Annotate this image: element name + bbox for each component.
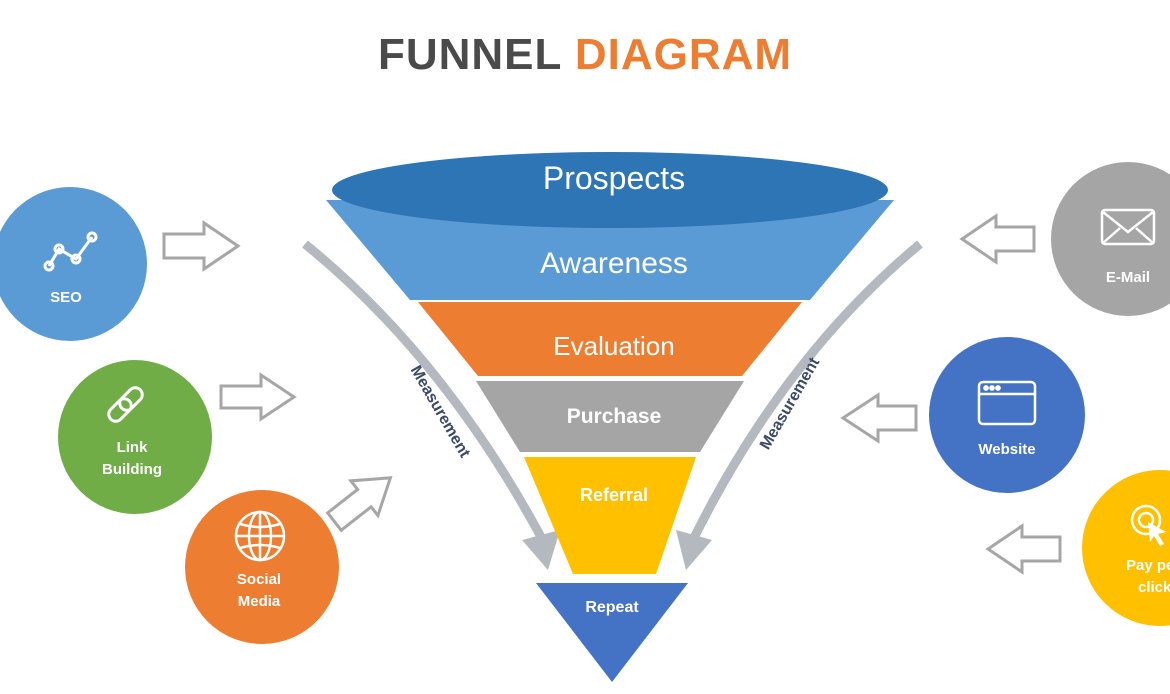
funnel-awareness-label: Awareness: [540, 247, 688, 280]
link-building-circle: [58, 360, 212, 514]
envelope-icon: [1100, 208, 1156, 246]
link-icon: [107, 386, 144, 423]
globe-icon: [234, 510, 286, 562]
funnel-prospects: [332, 152, 888, 228]
ppc-label-1: Pay per: [1126, 557, 1170, 574]
arrow-from-website: [840, 392, 918, 444]
arrow-from-ppc: [985, 523, 1062, 575]
arrow-from-email: [959, 213, 1036, 265]
funnel-evaluation: [418, 302, 802, 376]
funnel-referral: [524, 457, 696, 574]
channel-seo: SEO: [0, 187, 147, 341]
email-circle: [1051, 162, 1170, 316]
funnel-repeat-label: Repeat: [585, 599, 639, 616]
funnel-purchase-label: Purchase: [567, 405, 662, 428]
social-media-circle: [185, 490, 339, 644]
funnel: Prospects Awareness Evaluation Purchase …: [326, 152, 894, 682]
funnel-awareness: [326, 200, 894, 300]
measurement-arrow-right: [676, 240, 923, 570]
channel-social-media: Social Media: [185, 490, 339, 644]
measurement-label-right: Measurement: [757, 354, 824, 452]
arrow-from-social-media: [325, 476, 393, 533]
website-circle: [929, 337, 1085, 493]
line-chart-icon: [43, 231, 98, 272]
title-part-1: FUNNEL: [377, 30, 562, 79]
title-part-2: DIAGRAM: [574, 30, 793, 79]
seo-label: SEO: [50, 289, 82, 306]
funnel-referral-label: Referral: [580, 485, 648, 505]
social-media-label-1: Social: [237, 571, 281, 588]
funnel-purchase: [476, 381, 744, 452]
measurement-arrow-left: [302, 240, 560, 570]
channel-email: E-Mail: [1051, 162, 1170, 316]
link-building-label-1: Link: [117, 439, 148, 456]
channel-website: Website: [929, 337, 1085, 493]
funnel-repeat: [536, 583, 688, 682]
link-building-label-2: Building: [102, 461, 162, 478]
arrow-from-seo: [162, 220, 241, 272]
website-label: Website: [978, 441, 1035, 458]
channel-link-building: Link Building: [58, 360, 212, 514]
ppc-circle: [1082, 470, 1170, 626]
page-title: FUNNEL DIAGRAM: [0, 30, 1170, 80]
input-arrows: [162, 213, 1062, 575]
ppc-label-2: click: [1138, 579, 1170, 596]
social-media-label-2: Media: [238, 593, 281, 610]
arrow-from-link-building: [219, 372, 297, 422]
channel-pay-per-click: Pay per click: [1082, 470, 1170, 626]
cursor-click-icon: [1130, 504, 1166, 546]
seo-circle: [0, 187, 147, 341]
funnel-prospects-label: Prospects: [543, 160, 685, 196]
browser-window-icon: [977, 380, 1037, 426]
funnel-evaluation-label: Evaluation: [553, 331, 674, 361]
email-label: E-Mail: [1106, 269, 1150, 286]
